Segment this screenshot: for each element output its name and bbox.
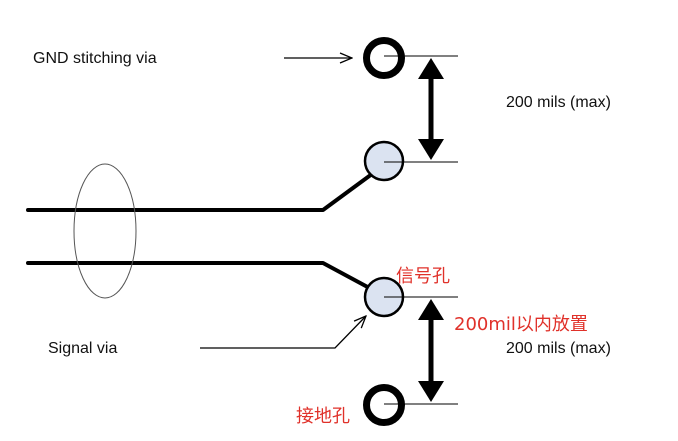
gnd-stitching-via-label: GND stitching via bbox=[33, 50, 157, 67]
ground-hole-annotation: 接地孔 bbox=[296, 406, 350, 427]
dimension-arrow-bottom bbox=[418, 299, 444, 402]
place-within-annotation: 200mil以内放置 bbox=[454, 314, 588, 335]
gnd-via-bottom bbox=[363, 384, 405, 426]
dimension-arrow-top bbox=[418, 58, 444, 160]
signal-pointer-arrow bbox=[200, 316, 366, 349]
trace-pair-ellipse bbox=[73, 163, 137, 299]
gnd-via-top bbox=[363, 37, 405, 79]
signal-hole-annotation: 信号孔 bbox=[396, 266, 450, 287]
spacing-bottom-label: 200 mils (max) bbox=[506, 340, 611, 357]
signal-via-upper bbox=[363, 140, 405, 182]
spacing-top-label: 200 mils (max) bbox=[506, 94, 611, 111]
trace-lower bbox=[26, 261, 377, 293]
trace-upper bbox=[26, 172, 374, 212]
signal-via-label: Signal via bbox=[48, 340, 118, 357]
